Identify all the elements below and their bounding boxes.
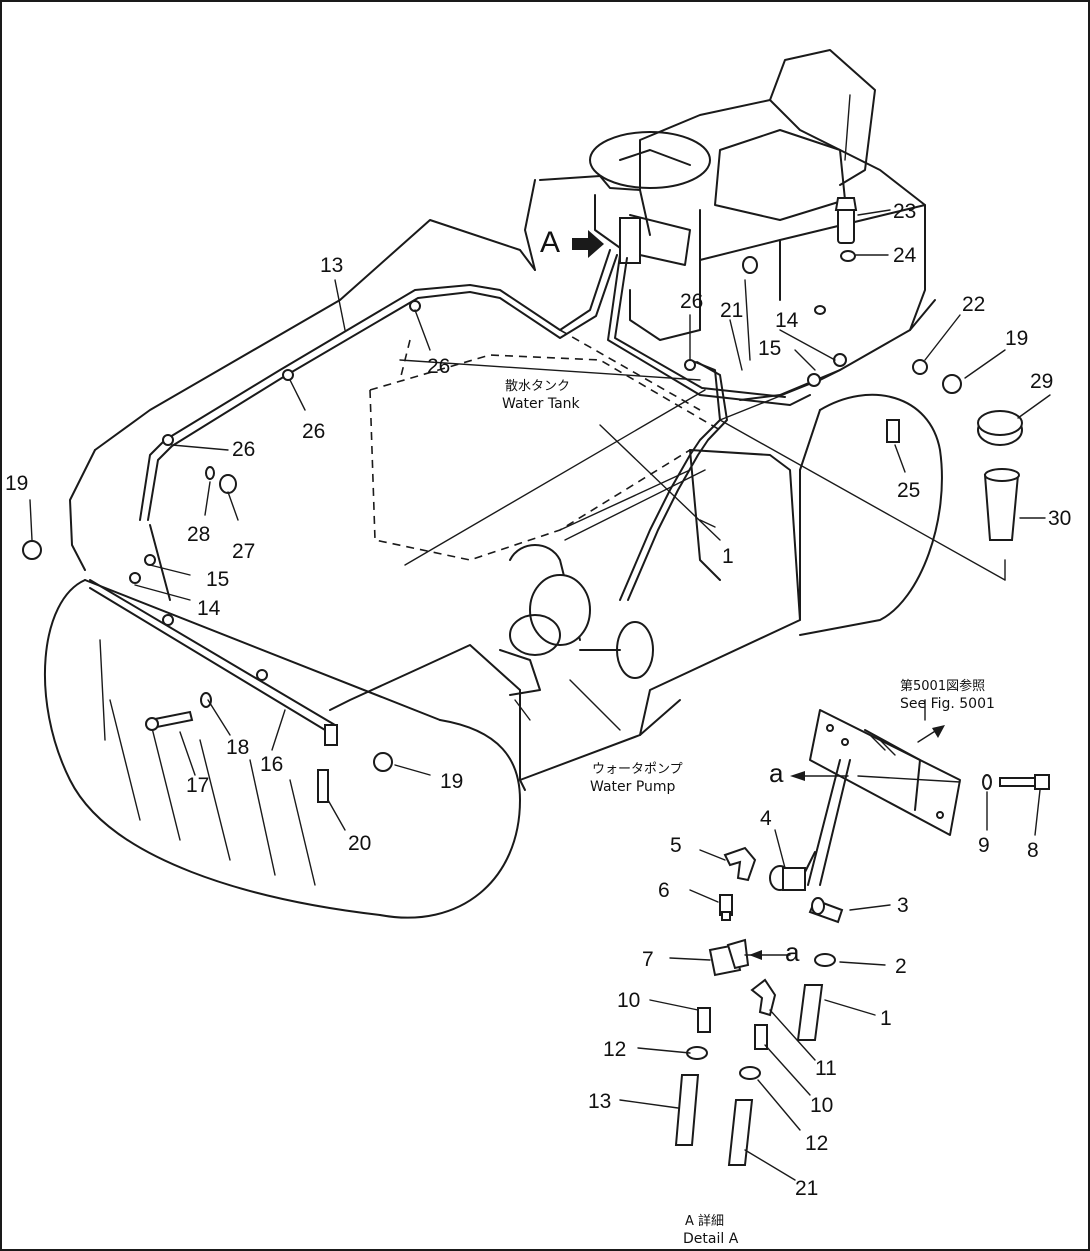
water-tank xyxy=(369,329,801,621)
water-pump-assembly xyxy=(499,544,654,696)
callout-2: 2 xyxy=(895,955,907,978)
see-fig-label: See Fig. 5001 xyxy=(900,696,995,712)
callout-9: 9 xyxy=(978,834,990,857)
front-drum xyxy=(43,579,521,919)
callout-13: 13 xyxy=(320,254,343,277)
control-valve xyxy=(619,217,641,264)
callout-6: 6 xyxy=(658,879,670,902)
callout-20: 20 xyxy=(348,832,371,855)
callout-19: 19 xyxy=(1005,327,1028,350)
water-pump-label: Water Pump xyxy=(590,779,676,795)
callout-1: 1 xyxy=(722,545,734,568)
piping xyxy=(89,249,1006,746)
callout-13: 13 xyxy=(588,1090,611,1113)
callout-26: 26 xyxy=(680,290,703,313)
callout-10: 10 xyxy=(810,1094,833,1117)
callout-25: 25 xyxy=(897,479,920,502)
roller-body xyxy=(69,49,943,791)
main-leaders xyxy=(29,209,1051,831)
detail-a xyxy=(619,709,1050,1181)
callout-22: 22 xyxy=(962,293,985,316)
view-a-arrow-group: A xyxy=(540,226,604,259)
callout-21: 21 xyxy=(720,299,743,322)
annotation-labels: a a 散水タンク Water Tank ウォータポンプ Water Pump … xyxy=(502,379,995,1247)
callout-15: 15 xyxy=(758,337,781,360)
callout-1: 1 xyxy=(880,1007,892,1030)
callout-26: 26 xyxy=(232,438,255,461)
callout-7: 7 xyxy=(642,948,654,971)
ref-a-label: a xyxy=(785,937,800,967)
callout-29: 29 xyxy=(1030,370,1053,393)
detail-a-jp-label: A 詳細 xyxy=(685,1213,724,1229)
callout-14: 14 xyxy=(197,597,221,620)
callout-12: 12 xyxy=(805,1132,828,1155)
view-arrow-icon xyxy=(572,230,604,258)
ref-a-label: a xyxy=(769,758,784,788)
view-label: A xyxy=(540,226,560,259)
callout-21: 21 xyxy=(795,1177,818,1200)
callout-27: 27 xyxy=(232,540,255,563)
callout-3: 3 xyxy=(897,894,909,917)
callout-26: 26 xyxy=(427,355,450,378)
detail-a-label: Detail A xyxy=(683,1231,739,1247)
callout-4: 4 xyxy=(760,807,772,830)
callout-24: 24 xyxy=(893,244,917,267)
callout-30: 30 xyxy=(1048,507,1071,530)
callout-5: 5 xyxy=(670,834,682,857)
callout-18: 18 xyxy=(226,736,249,759)
callout-19: 19 xyxy=(5,472,28,495)
callout-26: 26 xyxy=(302,420,325,443)
water-tank-label: Water Tank xyxy=(502,396,581,412)
callout-8: 8 xyxy=(1027,839,1039,862)
callout-28: 28 xyxy=(187,523,210,546)
water-tank-jp-label: 散水タンク xyxy=(505,379,570,394)
see-fig-jp-label: 第5001図参照 xyxy=(900,678,985,694)
callout-numbers: 13 26 26 26 26 21 14 15 23 24 22 19 29 3… xyxy=(5,200,1071,1200)
fittings xyxy=(22,197,1023,803)
callout-14: 14 xyxy=(775,309,799,332)
callout-10: 10 xyxy=(617,989,640,1012)
callout-23: 23 xyxy=(893,200,916,223)
callout-12: 12 xyxy=(603,1038,626,1061)
callout-16: 16 xyxy=(260,753,283,776)
callout-15: 15 xyxy=(206,568,229,591)
callout-19: 19 xyxy=(440,770,463,793)
callout-17: 17 xyxy=(186,774,209,797)
callout-11: 11 xyxy=(815,1057,837,1080)
water-pump-jp-label: ウォータポンプ xyxy=(592,762,683,777)
